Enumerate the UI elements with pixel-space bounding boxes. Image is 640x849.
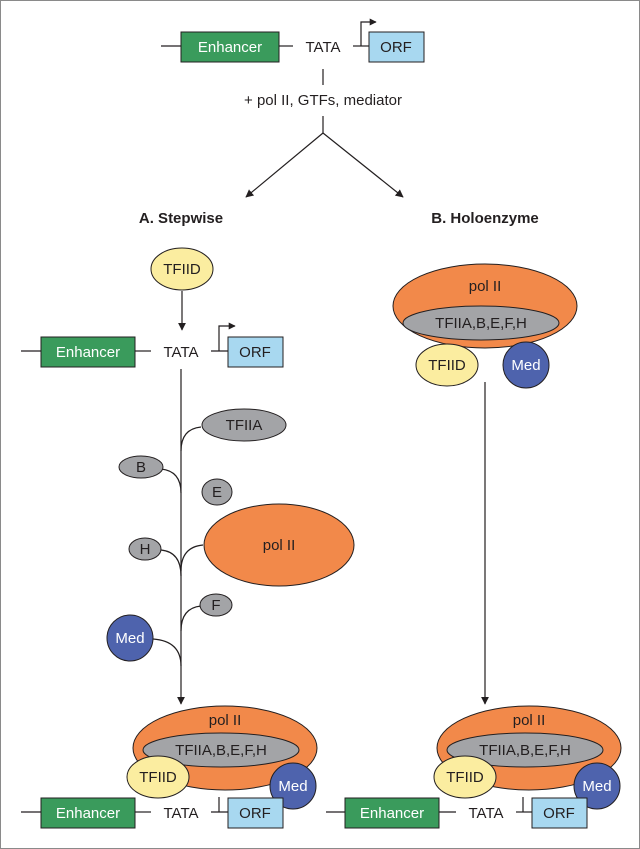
tfiie-oval [201,478,233,506]
gtf-oval [142,732,300,768]
gtf-oval [402,305,560,341]
orf-label: ORF [380,39,412,56]
orf-box [531,797,588,829]
pol-ii-label: pol II [263,537,296,554]
tfiih-label: H [140,541,151,558]
mediator-circle [106,614,154,662]
enhancer-box [180,31,280,63]
mediator-label: Med [582,778,611,795]
orf-label: ORF [239,805,271,822]
top-gene: Enhancer TATA ORF [161,18,425,63]
stepwise-panel: TFIID Enhancer TATA ORF TFIIA B E H pol … [21,247,355,829]
mediator-label: Med [278,778,307,795]
tfiih-oval [128,537,162,561]
gtf-label: TFIIA,B,E,F,H [175,742,267,759]
pol-ii-oval [203,503,355,587]
mediator-circle [502,341,550,389]
enhancer-label: Enhancer [198,39,262,56]
tfiid-label: TFIID [428,357,466,374]
tfiia-oval [201,408,287,442]
holoenzyme-panel: pol II TFIIA,B,E,F,H TFIID Med pol II TF… [326,263,622,829]
pol-ii-label: pol II [209,712,242,729]
gtf-label: TFIIA,B,E,F,H [435,315,527,332]
gtf-label: TFIIA,B,E,F,H [479,742,571,759]
enhancer-box [40,797,136,829]
mediator-label: Med [115,630,144,647]
tss-arrow-icon [218,322,236,351]
holoenzyme-title: B. Holoenzyme [431,210,539,227]
split-arrow-left [245,132,324,198]
tata-label: TATA [164,805,199,822]
tfiia-label: TFIIA [226,417,263,434]
orf-label: ORF [239,344,271,361]
tss-arrow-icon [360,18,377,46]
enhancer-label: Enhancer [56,805,120,822]
gtf-oval [446,732,604,768]
orf-label: ORF [543,805,575,822]
tata-label: TATA [164,344,199,361]
orf-box [227,336,284,368]
tfiid-label: TFIID [163,261,201,278]
orf-box [368,31,425,63]
tfiid-oval [433,755,497,799]
tfiid-label: TFIID [446,769,484,786]
tfiif-label: F [211,597,220,614]
mediator-label: Med [511,357,540,374]
tfiib-oval [118,455,164,479]
enhancer-label: Enhancer [56,344,120,361]
tfiid-oval [415,343,479,387]
stepwise-preinitiation-complex: pol II TFIIA,B,E,F,H TFIID Med Enhancer … [21,705,318,829]
tfiid-label: TFIID [139,769,177,786]
factors-label: + pol II, GTFs, mediator [244,92,402,109]
tata-label: TATA [469,805,504,822]
enhancer-box [344,797,440,829]
enhancer-label: Enhancer [360,805,424,822]
orf-box [227,797,284,829]
enhancer-box [40,336,136,368]
tfiib-label: B [136,459,146,476]
tfiid-oval [126,755,190,799]
pol-ii-label: pol II [469,278,502,295]
tata-label: TATA [306,39,341,56]
split-arrow-right [322,132,404,198]
holoenzyme-preinitiation-complex: pol II TFIIA,B,E,F,H TFIID Med Enhancer … [326,705,622,829]
holoenzyme-complex: pol II TFIIA,B,E,F,H TFIID Med [392,263,578,389]
pol-ii-label: pol II [513,712,546,729]
tfiif-oval [199,593,233,617]
tfiid-oval [150,247,214,291]
stepwise-title: A. Stepwise [139,210,223,227]
tfiie-label: E [212,484,222,501]
